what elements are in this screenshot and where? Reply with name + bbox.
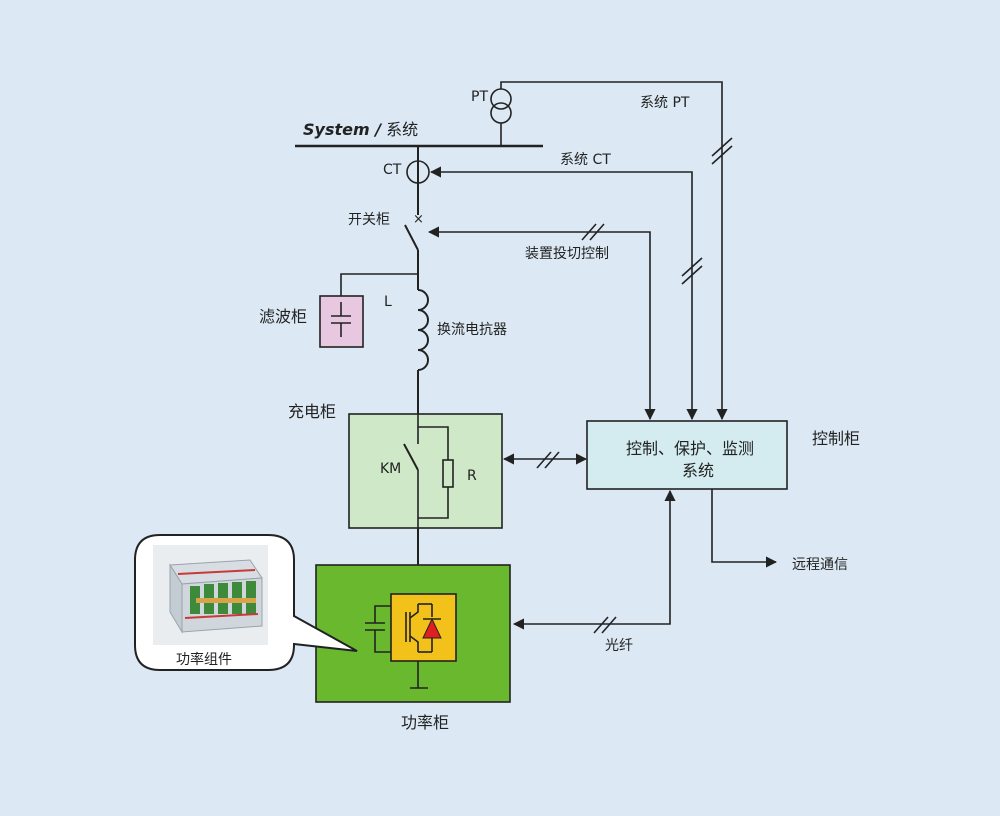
diode-icon <box>422 617 442 639</box>
system-pt-line <box>500 81 728 421</box>
dc-capacitor-icon <box>365 605 391 653</box>
charging-cabinet-label: 充电柜 <box>288 402 336 421</box>
system-pt-label: 系统 PT <box>640 95 690 111</box>
system-ct-line <box>429 166 698 421</box>
control-hash-mark <box>581 223 605 241</box>
control-cabinet-label: 控制柜 <box>812 429 860 448</box>
remote-comm-line <box>711 489 778 568</box>
switchgear-label: 开关柜 <box>348 212 390 228</box>
commutation-reactor-label: 换流电抗器 <box>437 321 507 338</box>
device-control-line <box>427 226 656 421</box>
link-hash-mark <box>536 451 560 469</box>
switch-blade <box>404 224 419 251</box>
km-contact <box>403 443 419 471</box>
system-ct-label: 系统 CT <box>560 152 611 168</box>
km-branch-top <box>417 414 449 460</box>
fiber-hash-mark <box>593 616 617 634</box>
power-cabinet-label: 功率柜 <box>401 713 449 732</box>
control-system-box <box>586 420 788 490</box>
r-branch-bottom <box>418 487 449 519</box>
fiber-line <box>512 489 676 630</box>
filter-branch <box>340 273 418 296</box>
ct-hash-mark <box>681 257 703 285</box>
ct-label: CT <box>383 162 402 178</box>
inductor-coil-icon <box>417 289 429 371</box>
km-label: KM <box>380 461 401 477</box>
system-label: System / 系统 <box>303 120 418 139</box>
charging-cabinet-box <box>348 413 503 529</box>
bus-hash-mark <box>711 137 733 165</box>
fiber-label: 光纤 <box>605 638 633 654</box>
inductor-l-label: L <box>384 294 392 310</box>
filter-cabinet-label: 滤波柜 <box>259 307 307 326</box>
device-control-label: 装置投切控制 <box>525 246 609 262</box>
r-label: R <box>467 468 477 484</box>
capacitor-icon <box>331 302 351 337</box>
remote-comm-label: 远程通信 <box>792 557 848 573</box>
power-module-label: 功率组件 <box>176 651 232 668</box>
control-system-line1: 控制、保护、监测 <box>626 439 754 458</box>
switch-x-mark: × <box>413 212 424 227</box>
control-system-line2: 系统 <box>682 461 714 480</box>
pt-label: PT <box>471 89 488 105</box>
ct-icon <box>406 160 430 184</box>
ground-icon <box>410 661 428 689</box>
pt-transformer-icon <box>490 88 512 146</box>
igbt-icon <box>405 603 433 653</box>
power-module-photo <box>153 545 268 645</box>
igbt-module-box <box>390 593 457 662</box>
